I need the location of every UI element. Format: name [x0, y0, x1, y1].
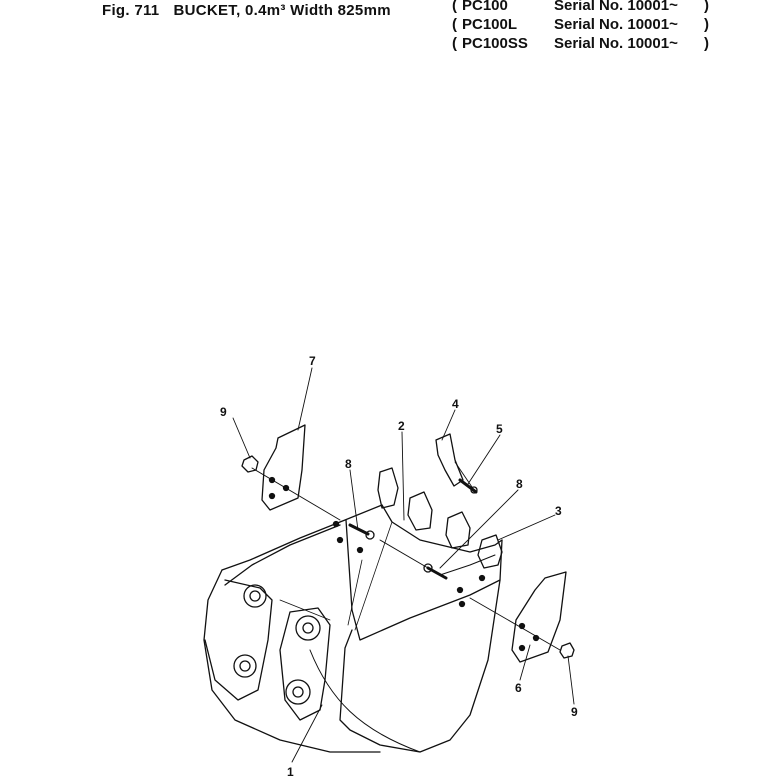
figure-header: Fig. 711 BUCKET, 0.4m³ Width 825mm ( PC10…: [0, 0, 766, 70]
callout-6: 6: [515, 681, 522, 695]
teeth-adapters: [377, 467, 503, 569]
model-name: PC100: [462, 0, 508, 14]
callout-5: 5: [496, 422, 503, 436]
figure-number: Fig. 711: [102, 2, 160, 19]
callout-8-left: 8: [345, 457, 352, 471]
leader-lines: [232, 367, 575, 763]
callout-9-right: 9: [571, 705, 578, 719]
figure-caption: BUCKET, 0.4m³ Width 825mm: [173, 2, 391, 19]
figure-title: Fig. 711 BUCKET, 0.4m³ Width 825mm: [102, 2, 405, 19]
callout-3: 3: [555, 504, 562, 518]
callout-8-right: 8: [516, 477, 523, 491]
model-name: PC100L: [462, 16, 518, 33]
bucket-body: [203, 504, 503, 753]
assembly-lines: [251, 461, 561, 651]
serial-number: Serial No. 10001~: [554, 16, 678, 33]
callout-numbers: 7 9 2 4 5 8 8 3 6 9 1: [220, 354, 578, 779]
cutting-edge-holes: [332, 520, 486, 608]
tooth-pin: [458, 478, 478, 494]
callout-9-left: 9: [220, 405, 227, 419]
callout-1: 1: [287, 765, 294, 779]
serial-number: Serial No. 10001~: [554, 35, 678, 52]
serial-row: ( PC100L Serial No. 10001~ ): [452, 16, 709, 33]
serial-row: ( PC100 Serial No. 10001~ ): [452, 0, 714, 15]
serial-row: ( PC100SS Serial No. 10001~ ): [452, 35, 709, 52]
serial-list: ( PC100 Serial No. 10001~ ) ( PC100L Ser…: [452, 0, 714, 53]
model-name: PC100SS: [462, 35, 528, 52]
side-cutter-plate-left: [261, 424, 306, 511]
callout-7: 7: [309, 354, 316, 368]
bucket-hinge-bosses: [204, 579, 331, 721]
callout-2: 2: [398, 419, 405, 433]
tooth-part: [435, 433, 464, 487]
serial-number: Serial No. 10001~: [554, 0, 678, 14]
callout-4: 4: [452, 397, 459, 411]
